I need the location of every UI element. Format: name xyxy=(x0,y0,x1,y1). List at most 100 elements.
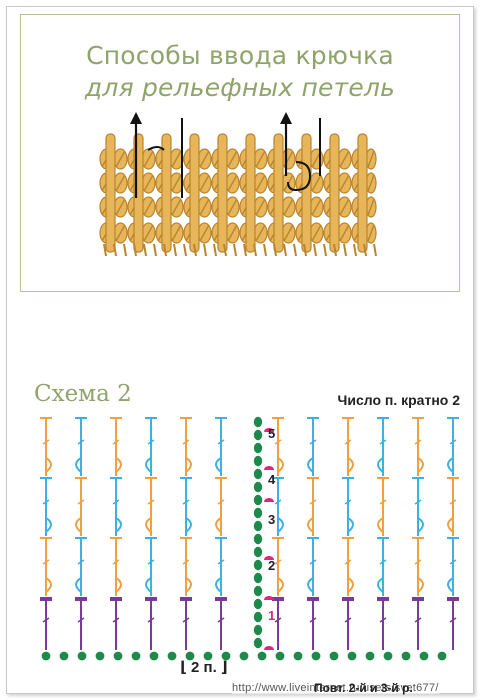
relief-hook xyxy=(185,517,192,533)
foundation-stitch-slash xyxy=(42,617,50,623)
hook-loop xyxy=(287,161,312,192)
yarn-fringe xyxy=(323,243,327,257)
relief-stitch-slash xyxy=(379,499,387,505)
foundation-stitch-slash xyxy=(182,617,190,623)
chain-stitch xyxy=(253,442,263,454)
relief-stitch-slash xyxy=(77,559,85,565)
scheme-title: Схема 2 xyxy=(34,381,132,407)
yarn-twist xyxy=(115,150,126,168)
relief-stitch-slash xyxy=(217,439,225,445)
relief-stitch-slash xyxy=(449,559,457,565)
foundation-stitch-slash xyxy=(274,617,282,623)
yarn-fringe xyxy=(173,243,177,257)
foundation-stitch-slash xyxy=(379,617,387,623)
chain-stitch xyxy=(253,572,263,584)
yarn-fringe xyxy=(343,243,347,257)
base-chain-stitch xyxy=(437,651,447,661)
row-number: 4 xyxy=(268,472,276,487)
up-arrow-icon xyxy=(130,112,142,124)
yarn-twist xyxy=(367,174,375,192)
base-chain-stitch xyxy=(275,651,285,661)
row-number: 1 xyxy=(268,608,275,623)
turning-marker xyxy=(264,428,274,432)
yarn-twist xyxy=(199,198,210,216)
chain-stitch xyxy=(253,481,263,493)
relief-hook xyxy=(215,517,222,533)
yarn-twist xyxy=(115,224,126,242)
base-chain-stitch xyxy=(365,651,375,661)
chain-stitch xyxy=(253,546,263,558)
chain-stitch xyxy=(253,598,263,610)
relief-hook xyxy=(45,517,52,533)
yarn-twist xyxy=(283,198,294,216)
relief-stitch-slash xyxy=(309,499,317,505)
yarn-twist xyxy=(171,198,182,216)
stitch-multiple-note: Число п. кратно 2 xyxy=(337,392,461,408)
row-number: 3 xyxy=(268,512,275,527)
base-chain-stitch xyxy=(203,651,213,661)
relief-hook xyxy=(145,577,152,593)
relief-stitch-slash xyxy=(309,559,317,565)
repeat-bracket-label: ⌊ 2 п. ⌋ xyxy=(180,659,228,676)
chain-stitch xyxy=(253,637,263,649)
yarn-twist xyxy=(255,150,266,168)
relief-hook xyxy=(185,457,192,473)
yarn-twist xyxy=(367,198,375,216)
relief-hook xyxy=(347,517,354,533)
relief-hook xyxy=(115,457,122,473)
base-chain-stitch xyxy=(77,651,87,661)
relief-hook xyxy=(447,457,454,473)
yarn-twist xyxy=(339,150,350,168)
relief-stitch-slash xyxy=(42,439,50,445)
relief-stitch-slash xyxy=(147,559,155,565)
illustration-title-line-1: Способы ввода крючка xyxy=(86,41,394,70)
relief-stitch-slash xyxy=(217,499,225,505)
base-chain-stitch xyxy=(329,651,339,661)
yarn-fringe xyxy=(283,243,287,257)
foundation-stitch-slash xyxy=(344,617,352,623)
yarn-fringe xyxy=(183,243,187,257)
chain-stitch xyxy=(253,455,263,467)
relief-hook xyxy=(215,577,222,593)
relief-stitch-slash xyxy=(274,499,282,505)
relief-stitch-slash xyxy=(77,499,85,505)
yarn-fringe xyxy=(143,243,147,257)
relief-hook xyxy=(145,517,152,533)
yarn-fringe xyxy=(313,243,317,257)
relief-stitch-slash xyxy=(449,439,457,445)
base-chain-stitch xyxy=(41,651,51,661)
relief-stitch-slash xyxy=(147,439,155,445)
base-chain-stitch xyxy=(311,651,321,661)
base-chain-stitch xyxy=(221,651,231,661)
yarn-fringe xyxy=(163,243,167,257)
yarn-twist xyxy=(311,198,322,216)
yarn-fringe xyxy=(153,243,157,257)
base-chain-stitch xyxy=(293,651,303,661)
yarn-twist xyxy=(227,198,238,216)
yarn-twist xyxy=(255,224,266,242)
relief-hook xyxy=(45,577,52,593)
relief-stitch-slash xyxy=(379,439,387,445)
relief-hook xyxy=(307,577,314,593)
yarn-post xyxy=(357,133,368,253)
base-chain-stitch xyxy=(401,651,411,661)
relief-hook xyxy=(115,517,122,533)
yarn-twist xyxy=(227,150,238,168)
row-number: 5 xyxy=(268,426,275,441)
foundation-stitch-slash xyxy=(112,617,120,623)
yarn-post xyxy=(245,133,256,253)
base-chain-stitch xyxy=(185,651,195,661)
relief-hook xyxy=(347,577,354,593)
yarn-fringe xyxy=(363,243,367,257)
relief-stitch-slash xyxy=(112,439,120,445)
chain-stitch xyxy=(253,494,263,506)
relief-stitch-slash xyxy=(112,499,120,505)
base-chain-stitch xyxy=(95,651,105,661)
relief-stitch-slash xyxy=(77,439,85,445)
relief-stitch-slash xyxy=(274,559,282,565)
base-chain-stitch xyxy=(113,651,123,661)
relief-hook xyxy=(277,457,284,473)
relief-hook xyxy=(417,457,424,473)
chain-stitch xyxy=(253,559,263,571)
hook-loop xyxy=(147,146,165,151)
